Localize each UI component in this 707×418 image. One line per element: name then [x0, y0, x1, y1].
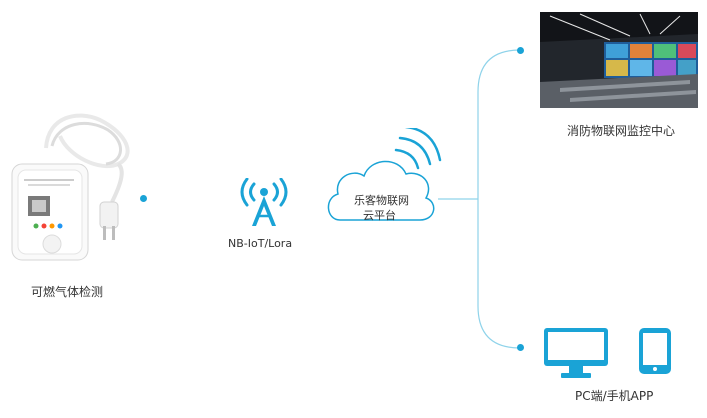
cloud-label-line1: 乐客物联网 — [354, 194, 409, 207]
monitor-icon — [544, 328, 608, 378]
connector-dot — [517, 47, 524, 54]
signal-tower-icon — [240, 178, 288, 226]
cloud-label-line2: 云平台 — [363, 209, 396, 222]
signal-tower — [234, 178, 294, 228]
cloud-platform — [322, 128, 442, 230]
cloud-icon — [327, 128, 442, 221]
device-label: 可燃气体检测 — [31, 285, 104, 299]
smartphone-icon — [639, 328, 671, 374]
smartphone — [638, 327, 672, 375]
gas-detector-icon — [11, 113, 130, 261]
pc-monitor — [543, 327, 609, 379]
gas-detector-device — [8, 106, 138, 266]
monitor-center-label: 消防物联网监控中心 — [567, 124, 676, 138]
tower-label: NB-IoT/Lora — [228, 237, 293, 250]
terminals-label: PC端/手机APP — [575, 389, 654, 403]
connector-dot — [140, 195, 147, 202]
connector-dot — [517, 344, 524, 351]
control-room-image — [540, 12, 698, 108]
control-room-icon — [540, 12, 698, 108]
